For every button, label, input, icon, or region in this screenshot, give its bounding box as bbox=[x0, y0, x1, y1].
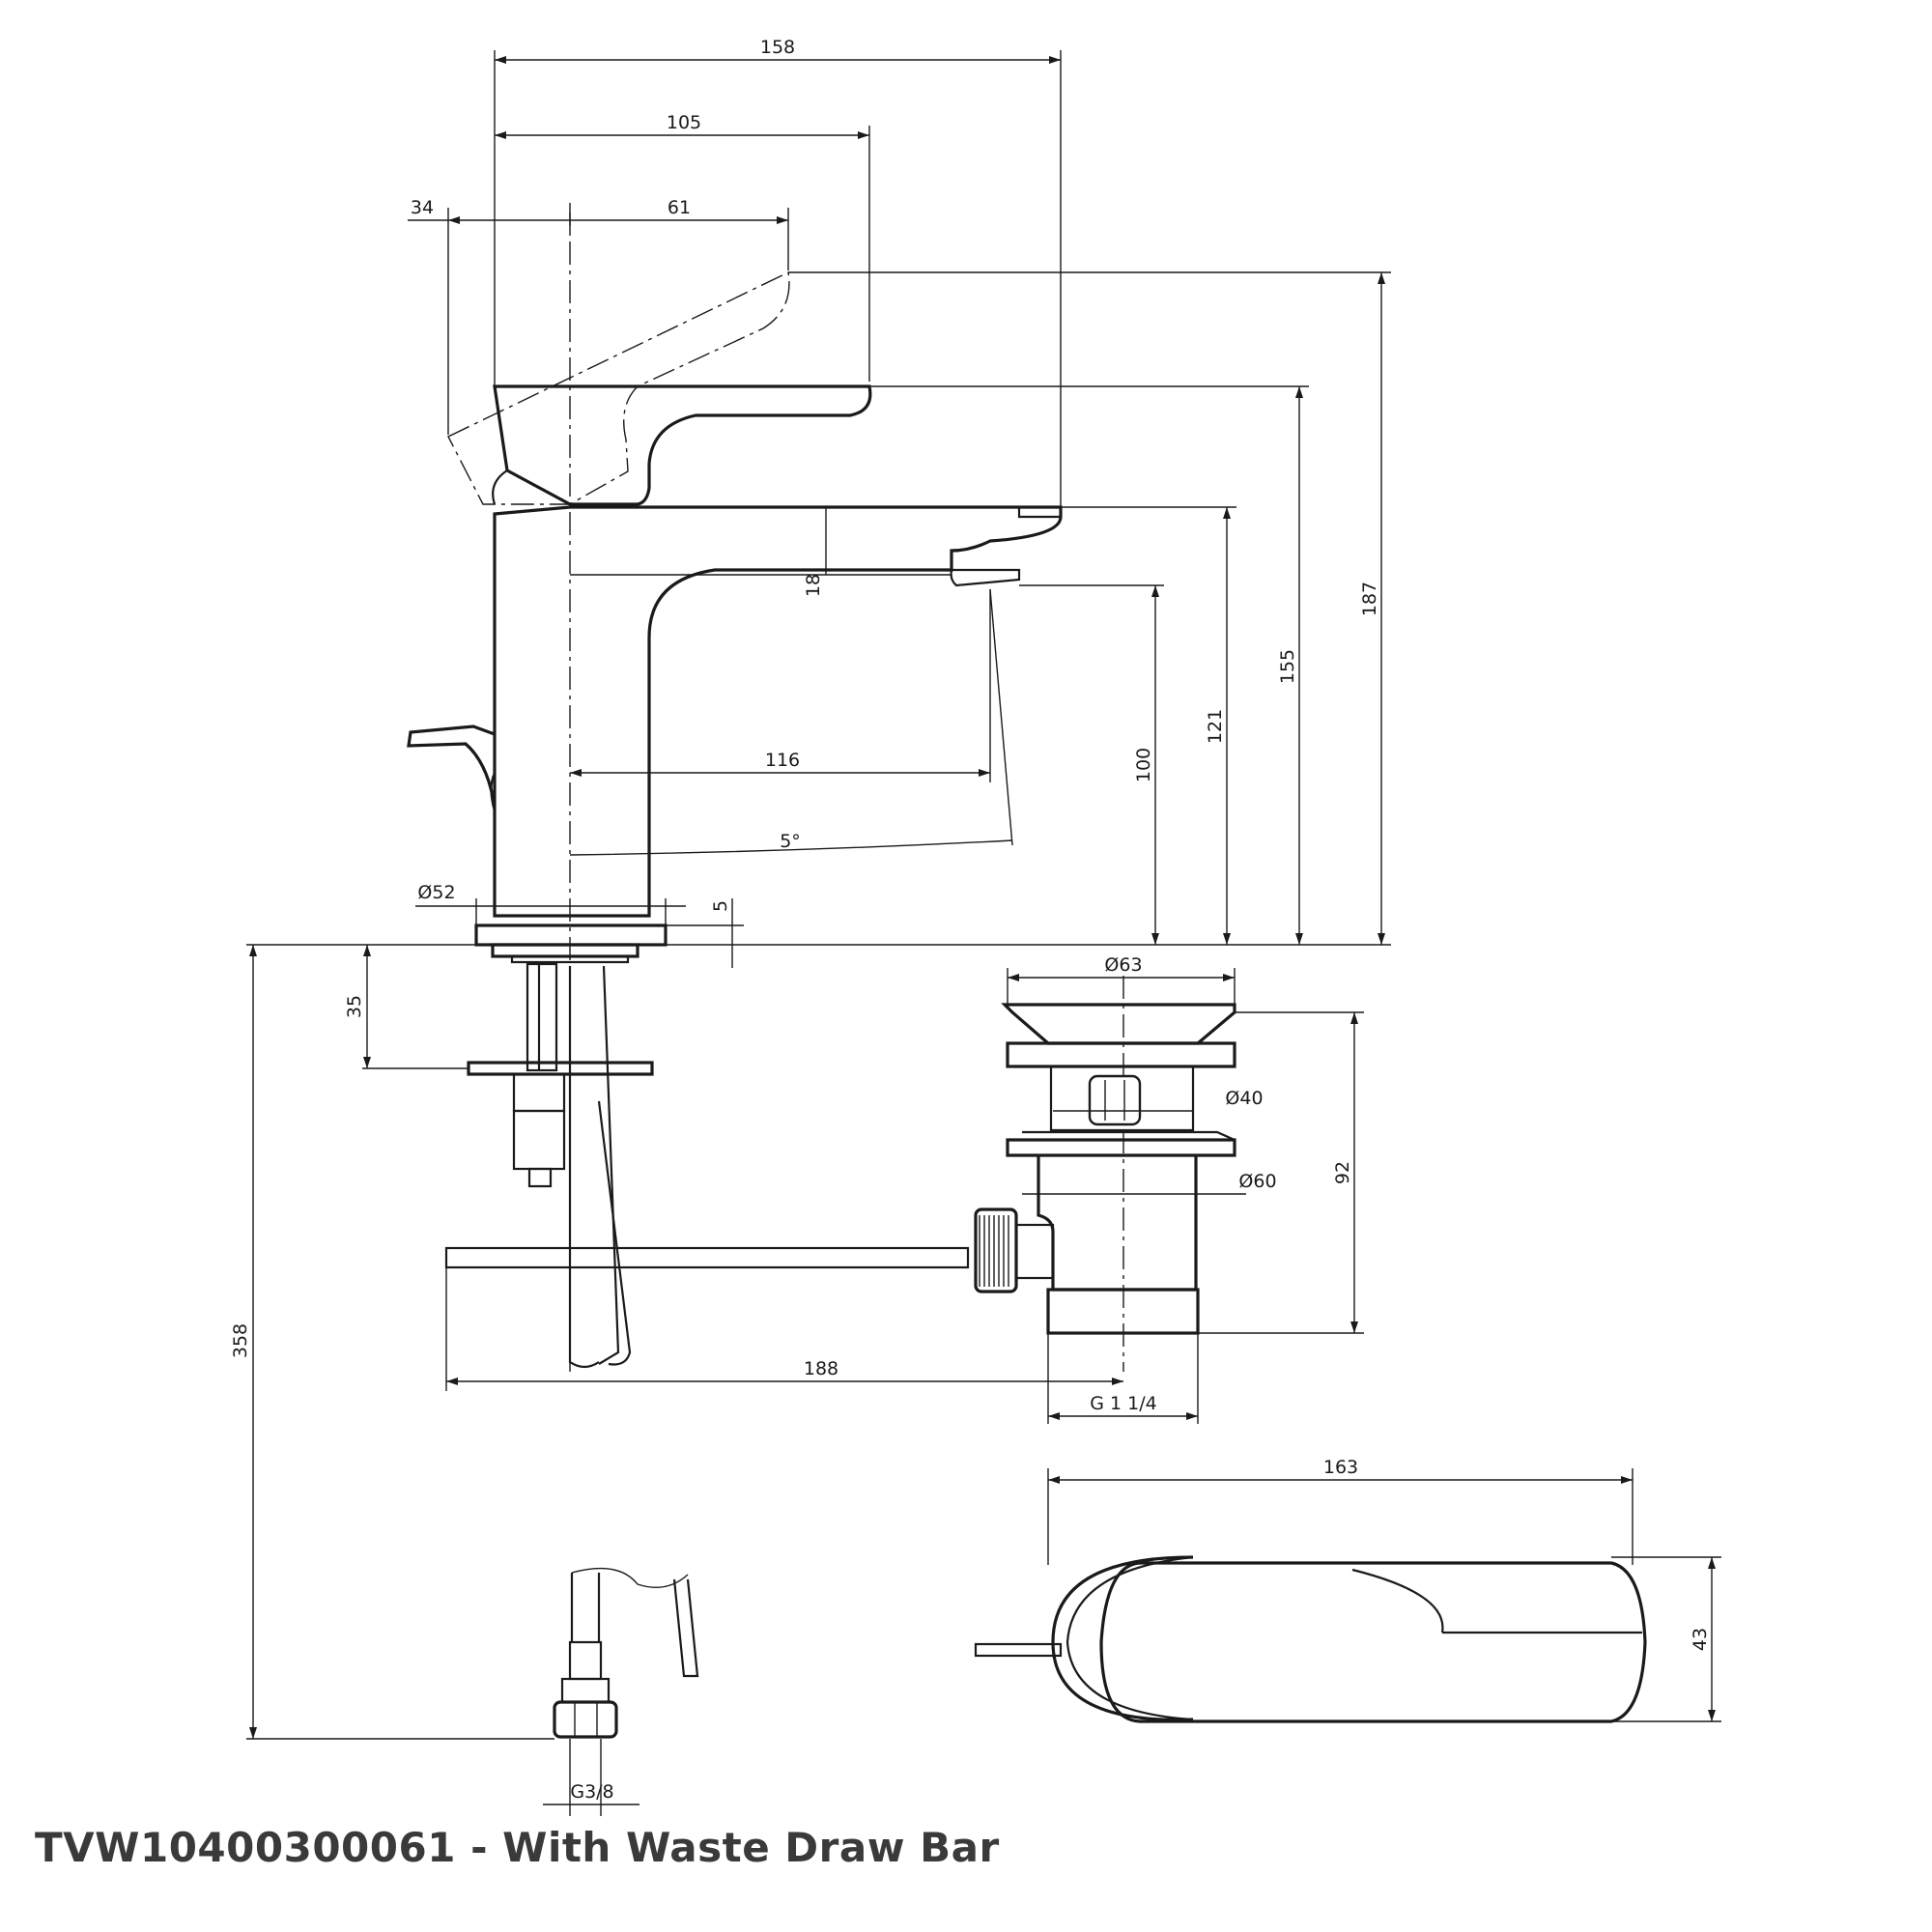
waste-assembly bbox=[974, 976, 1236, 1372]
dim-100: 100 bbox=[1133, 748, 1154, 782]
dim-163: 163 bbox=[1323, 1457, 1358, 1478]
faucet-top-view bbox=[974, 1555, 1647, 1723]
dimension-labels: 158 105 34 61 187 155 121 100 18 116 5° … bbox=[230, 37, 1711, 1803]
dim-dia-40: Ø40 bbox=[1225, 1088, 1263, 1109]
dim-188: 188 bbox=[804, 1358, 838, 1379]
dim-dia-60: Ø60 bbox=[1238, 1171, 1276, 1192]
drawing-caption: TVW10400300061 - With Waste Draw Bar bbox=[35, 1824, 1000, 1871]
faucet-side-view bbox=[407, 203, 1063, 1372]
dim-18: 18 bbox=[803, 574, 824, 597]
dimension-lines bbox=[246, 50, 1721, 1816]
dim-358: 358 bbox=[230, 1323, 251, 1358]
dim-158: 158 bbox=[760, 37, 795, 58]
dim-angle-5: 5° bbox=[780, 831, 801, 852]
dim-155: 155 bbox=[1277, 649, 1298, 684]
dim-dia-63: Ø63 bbox=[1104, 954, 1142, 976]
dim-35: 35 bbox=[344, 995, 365, 1018]
dim-121: 121 bbox=[1205, 709, 1226, 744]
dim-43: 43 bbox=[1690, 1628, 1711, 1651]
dimension-arrows bbox=[249, 56, 1716, 1739]
hose-end-detail bbox=[553, 1567, 699, 1739]
dim-g-1-1-4: G 1 1/4 bbox=[1090, 1393, 1156, 1414]
dim-105: 105 bbox=[667, 112, 701, 133]
dim-dia-52: Ø52 bbox=[417, 882, 455, 903]
dim-g-3-8: G3/8 bbox=[570, 1781, 613, 1803]
dim-61: 61 bbox=[668, 197, 691, 218]
dim-5: 5 bbox=[710, 900, 731, 912]
dim-116: 116 bbox=[765, 750, 800, 771]
dim-92: 92 bbox=[1332, 1161, 1353, 1184]
dim-187: 187 bbox=[1359, 582, 1380, 616]
dim-34: 34 bbox=[411, 197, 434, 218]
